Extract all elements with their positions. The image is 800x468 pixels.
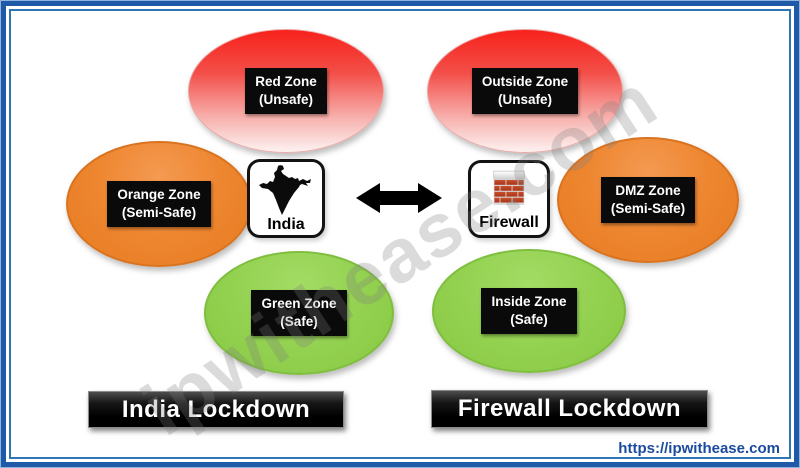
india-box: India xyxy=(247,159,325,238)
dmz-zone-label: DMZ Zone (Semi-Safe) xyxy=(600,177,696,223)
double-arrow-icon xyxy=(354,181,444,215)
india-map-icon xyxy=(257,165,315,217)
orange-zone-ellipse: Orange Zone (Semi-Safe) xyxy=(66,141,252,267)
firewall-brick-icon xyxy=(489,170,529,206)
outside-zone-label: Outside Zone (Unsafe) xyxy=(471,68,579,114)
inside-zone-label-line1: Inside Zone xyxy=(491,294,567,310)
red-zone-ellipse: Red Zone (Unsafe) xyxy=(188,29,384,153)
red-zone-label-line1: Red Zone xyxy=(255,74,317,90)
green-zone-label-line2: (Safe) xyxy=(280,314,318,329)
india-lockdown-title-bar: India Lockdown xyxy=(88,391,344,428)
dmz-zone-ellipse: DMZ Zone (Semi-Safe) xyxy=(557,137,739,263)
green-zone-ellipse: Green Zone (Safe) xyxy=(204,251,394,375)
firewall-box: Firewall xyxy=(468,160,550,238)
orange-zone-label-line2: (Semi-Safe) xyxy=(121,205,197,220)
firewall-lockdown-title-bar: Firewall Lockdown xyxy=(431,390,708,428)
red-zone-label-line2: (Unsafe) xyxy=(258,92,313,107)
dmz-zone-label-line2: (Semi-Safe) xyxy=(610,201,686,216)
red-zone-label: Red Zone (Unsafe) xyxy=(245,68,327,114)
orange-zone-label: Orange Zone (Semi-Safe) xyxy=(107,181,211,227)
inside-zone-ellipse: Inside Zone (Safe) xyxy=(432,249,626,373)
india-box-caption: India xyxy=(267,216,305,233)
orange-zone-label-line1: Orange Zone xyxy=(117,187,201,203)
inside-zone-label-line2: (Safe) xyxy=(510,312,548,327)
firewall-box-caption: Firewall xyxy=(479,214,539,231)
dmz-zone-label-line1: DMZ Zone xyxy=(615,183,681,199)
green-zone-label: Green Zone (Safe) xyxy=(251,290,347,336)
outside-zone-ellipse: Outside Zone (Unsafe) xyxy=(427,29,623,153)
outside-zone-label-line1: Outside Zone xyxy=(481,74,569,90)
outside-zone-label-line2: (Unsafe) xyxy=(497,92,552,107)
green-zone-label-line1: Green Zone xyxy=(261,296,337,312)
inside-zone-label: Inside Zone (Safe) xyxy=(481,288,577,334)
footer-site-link[interactable]: https://ipwithease.com xyxy=(618,440,780,457)
